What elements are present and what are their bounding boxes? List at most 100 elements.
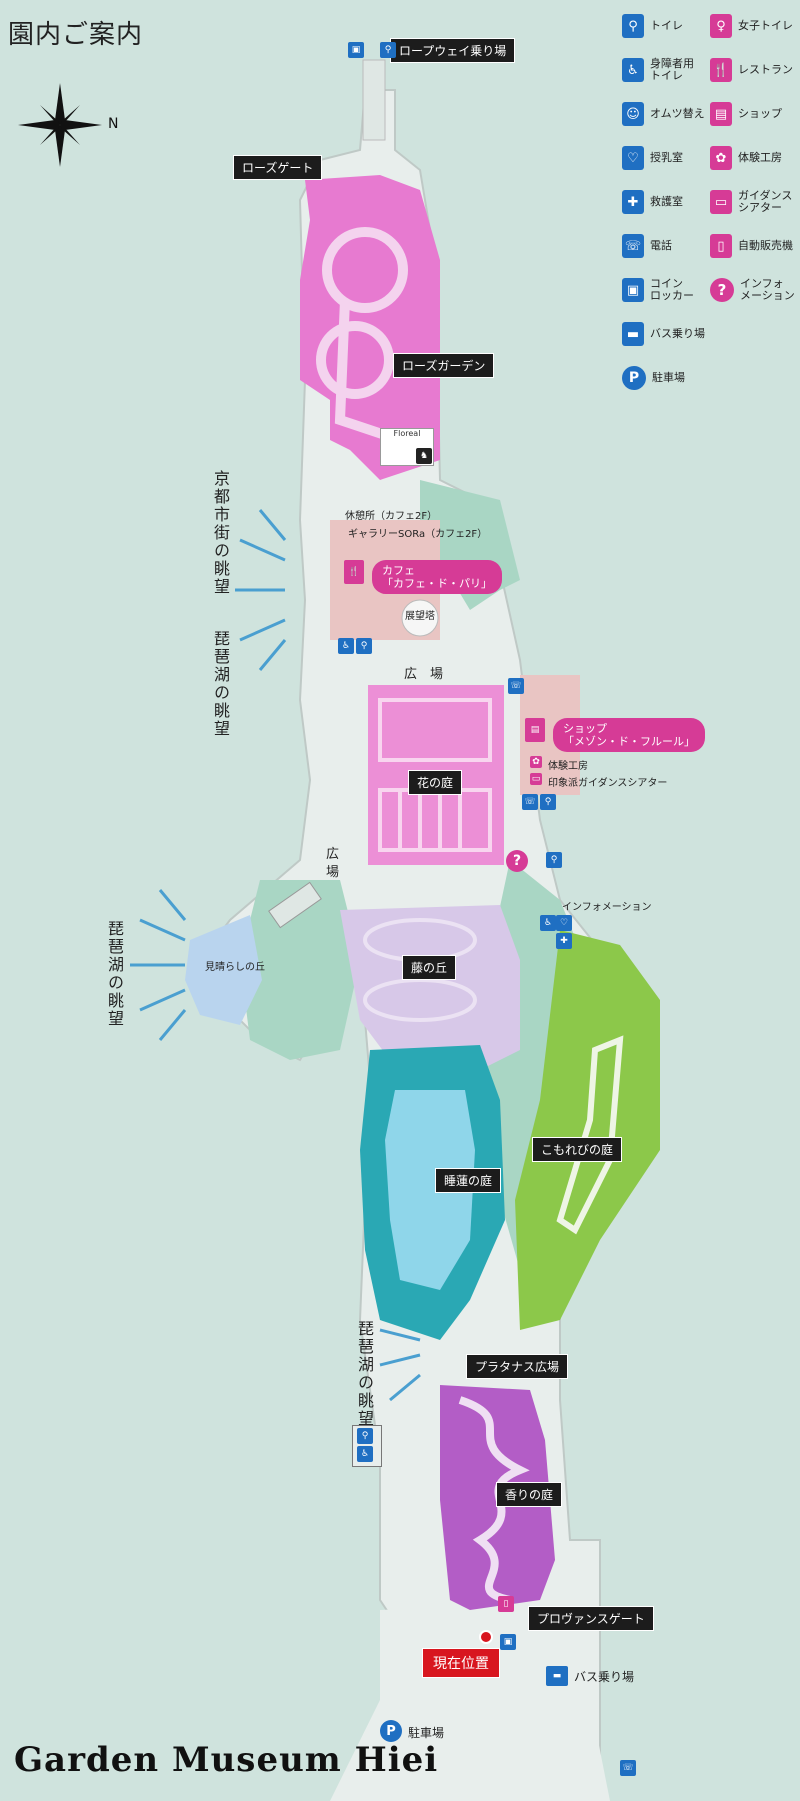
gallery-label: ギャラリーSORa（カフェ2F） [348,529,488,540]
legend-item: ♿身障者用 トイレ [622,57,694,83]
legend-item: ▤ ショップ [710,102,782,126]
brand-name: Garden Museum Hiei [14,1740,439,1780]
fragrance-garden-label[interactable]: 香りの庭 [496,1482,563,1507]
legend-item: ♡ 授乳室 [622,146,683,170]
legend-label: ショップ [738,106,782,120]
accessible-toilet-icon: ♿ [357,1446,373,1462]
parking-label: 駐車場 [408,1726,445,1740]
vending-machine-icon: ▯ [498,1596,514,1612]
legend-item: ☏電話 [622,234,672,258]
view-arrows-biwa-left [130,889,187,1041]
toilet-icon: ⚲ [546,852,562,868]
provence-gate-label[interactable]: プロヴァンスゲート [528,1606,654,1631]
shop-icon: ▤ [525,718,545,742]
biwa-view-label-2: 琵琶湖の眺望 [105,920,124,1028]
rose-garden-label[interactable]: ローズガーデン [393,353,495,378]
legend-item: 🍴レストラン [710,58,793,82]
legend-item: ♀ 女子トイレ [710,14,793,38]
shop-icon: ▤ [710,102,732,126]
legend-label: 救護室 [650,194,683,208]
legend-label: 自動販売機 [738,238,793,252]
shop-label[interactable]: ショップ 「メゾン・ド・フルール」 [553,718,705,753]
kyoto-view-label: 京都市街の眺望 [211,470,230,596]
legend-item: ✿体験工房 [710,146,782,170]
wisteria-hill-area [340,905,520,1070]
accessible-toilet-icon: ♿ [622,58,644,83]
accessible-toilet-icon: ♿ [338,638,354,654]
legend-label: オムツ替え [650,106,705,120]
information-icon: ? [710,278,734,303]
cafe-label[interactable]: カフェ 「カフェ・ド・パリ」 [372,560,502,595]
guidance-theater-label: 印象派ガイダンスシアター [548,778,668,789]
legend-item: ✚ 救護室 [622,190,683,214]
toilet-icon: ⚲ [380,42,396,58]
lower-plaza [330,1600,610,1801]
guidance-theater-icon: ▭ [710,190,732,215]
plaza-label-upper: 広 場 [404,667,444,682]
dog-icon: ♞ [416,448,432,464]
lawn-left [240,880,360,1060]
map-title: 園内ご案内 [8,20,144,50]
legend-label: ガイダンス シアター [738,189,793,215]
current-position-marker [479,1630,493,1644]
coin-locker-icon: ▣ [622,278,644,303]
vending-machine-icon: ▯ [710,234,732,258]
legend-label: コイン ロッカー [650,277,694,303]
restaurant-icon: 🍴 [710,58,732,82]
toilet-icon: ⚲ [356,638,372,654]
restaurant-icon: 🍴 [344,560,364,584]
flower-garden-label[interactable]: 花の庭 [408,770,463,795]
coin-locker-icon: ▣ [500,1634,516,1650]
toilet-icon: ⚲ [540,794,556,810]
legend-label: インフォ メーション [740,277,795,303]
wisteria-hill-label[interactable]: 藤の丘 [402,955,457,980]
legend-item: ▭ガイダンス シアター [710,189,793,215]
legend-item: P 駐車場 [622,366,685,390]
toilet-icon: ⚲ [622,14,644,38]
toilet-icon: ⚲ [357,1428,373,1444]
platanus-plaza-label[interactable]: プラタナス広場 [466,1354,569,1379]
observatory-tower [401,599,439,637]
bus-stop-icon: ▬ [622,322,644,346]
rose-gate-label[interactable]: ローズゲート [233,155,323,180]
coin-locker-icon: ▣ [348,42,364,58]
legend-item: ?インフォ メーション [710,277,795,303]
legend-label: 女子トイレ [738,18,793,32]
legend-item: ▣コイン ロッカー [622,277,694,303]
miharashi-hill-area [185,915,262,1025]
nursing-room-icon: ♡ [556,915,572,931]
nursing-room-icon: ♡ [622,146,644,170]
telephone-icon: ☏ [620,1760,636,1776]
workshop-icon: ✿ [710,146,732,170]
biwa-view-label-1: 琵琶湖の眺望 [211,630,230,738]
legend-item: ▯ 自動販売機 [710,234,793,258]
water-lily-garden-label[interactable]: 睡蓮の庭 [435,1168,502,1193]
accessible-toilet-icon: ♿ [540,915,556,931]
parking-icon: P [380,1720,402,1742]
legend-label: 駐車場 [652,370,685,384]
rest-area-label: 休憩所（カフェ2F） [345,511,438,522]
legend-label: 授乳室 [650,150,683,164]
plaza-label-lower: 広 場 [326,847,340,881]
ropeway-station-label[interactable]: ロープウェイ乗り場 [390,38,516,63]
legend-label: 身障者用 トイレ [650,57,694,83]
guidance-theater-icon: ▭ [530,773,542,785]
legend-label: 電話 [650,238,672,252]
first-aid-icon: ✚ [622,190,644,214]
parking-icon: P [622,366,646,390]
workshop-label: 体験工房 [548,761,588,772]
current-position-label: 現在位置 [422,1648,500,1678]
ropeway-stairs [362,59,386,141]
bus-stop-icon: ▬ [546,1666,568,1686]
water-lily-inner [385,1090,475,1290]
plaza-stairs [268,881,322,929]
first-aid-icon: ✚ [556,933,572,949]
telephone-icon: ☏ [508,678,524,694]
legend-item: ⚲ トイレ [622,14,683,38]
womens-toilet-icon: ♀ [710,14,732,38]
telephone-icon: ☏ [522,794,538,810]
legend-label: トイレ [650,18,683,32]
komorebi-garden-label[interactable]: こもれびの庭 [532,1137,623,1162]
view-arrows-biwa-lower [379,1328,421,1402]
